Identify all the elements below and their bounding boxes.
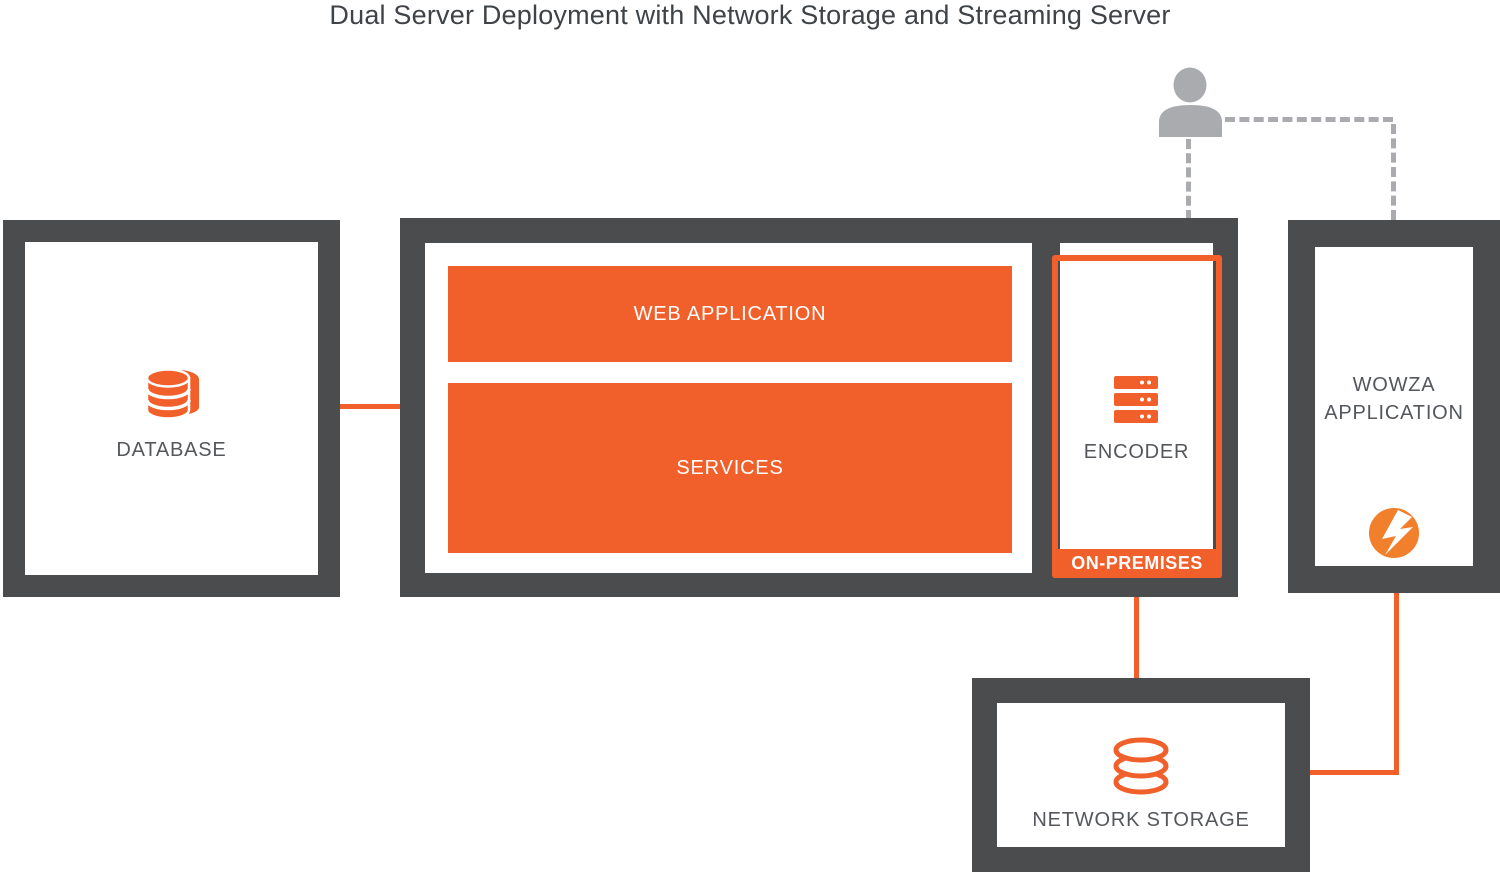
database-label: DATABASE xyxy=(116,439,227,461)
dashed-connector-user-wowza xyxy=(1391,124,1396,220)
network-storage-label: NETWORK STORAGE xyxy=(1032,809,1250,831)
web-application-label: WEB APPLICATION xyxy=(633,302,827,325)
connector-encoder-storage xyxy=(1134,578,1139,678)
services-block: SERVICES xyxy=(448,383,1012,553)
network-storage-node: NETWORK STORAGE xyxy=(972,678,1310,872)
app-server-panel: WEB APPLICATION SERVICES xyxy=(425,243,1032,573)
app-server-node: WEB APPLICATION SERVICES ENCODER xyxy=(400,218,1238,597)
dashed-connector-user-horizontal xyxy=(1225,117,1393,122)
database-icon xyxy=(144,368,199,420)
connector-wowza-storage-vertical xyxy=(1394,593,1399,775)
server-stack-icon xyxy=(1114,376,1158,423)
diagram-title: Dual Server Deployment with Network Stor… xyxy=(329,0,1171,30)
on-premises-badge: ON-PREMISES xyxy=(1052,549,1222,578)
on-premises-outline xyxy=(1052,255,1222,578)
wowza-application-label: WOWZA APPLICATION xyxy=(1324,374,1464,424)
connector-database-appserver xyxy=(340,404,400,409)
storage-disks-icon xyxy=(1113,737,1169,795)
encoder-label: ENCODER xyxy=(1083,441,1190,463)
web-application-block: WEB APPLICATION xyxy=(448,266,1012,362)
user-icon xyxy=(1159,67,1222,137)
wowza-logo-icon xyxy=(1369,508,1419,558)
services-label: SERVICES xyxy=(676,456,784,479)
connector-wowza-storage-horizontal xyxy=(1310,770,1399,775)
encoder-panel: ENCODER xyxy=(1060,243,1213,573)
dashed-connector-user-encoder xyxy=(1186,139,1191,220)
database-node: DATABASE xyxy=(3,220,340,597)
wowza-application-node: WOWZA APPLICATION xyxy=(1288,220,1500,593)
